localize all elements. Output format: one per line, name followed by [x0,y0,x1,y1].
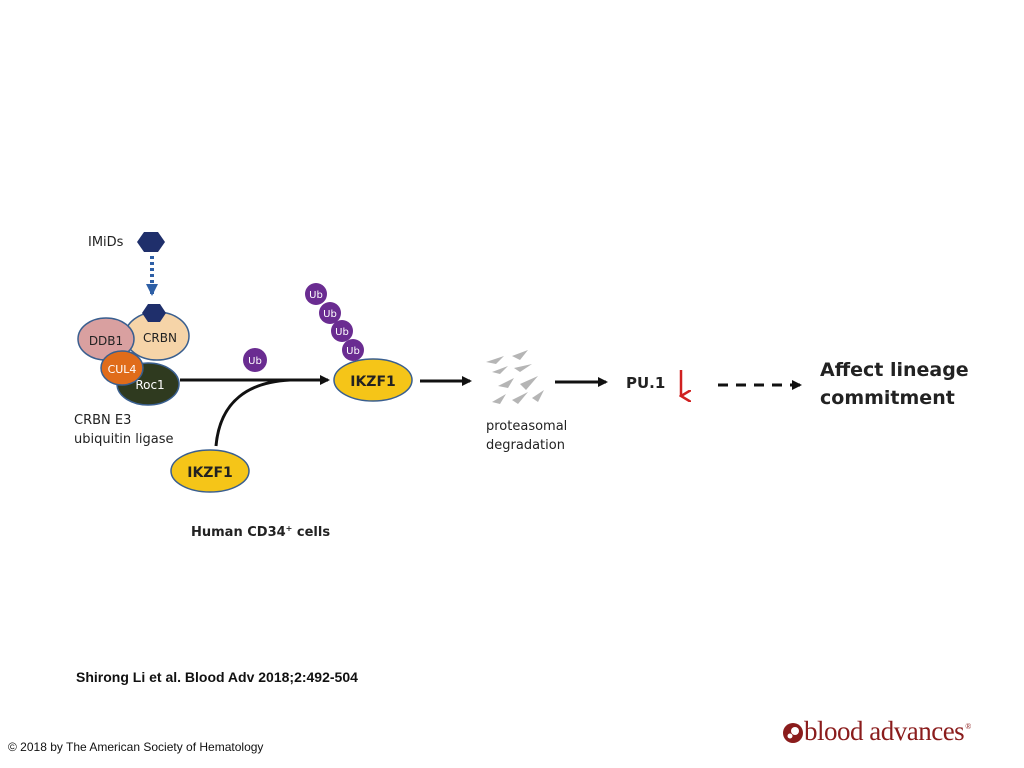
degradation-label-line2: degradation [486,438,565,453]
protein-fragments-icon [486,350,544,404]
ub-free-label: Ub [248,356,262,367]
pu1-label: PU.1 [626,374,665,392]
ikzf1-target-label: IKZF1 [350,374,396,390]
ikzf1-free-label: IKZF1 [187,465,233,481]
ub-chain-label: Ub [346,346,360,357]
copyright: © 2018 by The American Society of Hemato… [8,740,264,754]
ikzf1-recruitment-curve [214,378,291,447]
ligase-label-line2: ubiquitin ligase [74,432,174,447]
ub-chain-icon [305,283,327,305]
ub-chain-icon [319,302,341,324]
outcome-label-line2: commitment [820,387,955,409]
imid-molecule-icon [137,232,165,252]
ub-free-icon [243,348,267,372]
ikzf1-target-protein [333,358,413,402]
degradation-label-line1: proteasomal [486,419,567,434]
blood-advances-logo[interactable]: blood advances ® [782,718,971,745]
blood-drop-logo-icon [783,722,803,743]
ub-chain-icon [342,339,364,361]
ub-chain-icon [331,320,353,342]
cell-type-label: Human CD34+ cells [191,524,330,540]
ikzf1-free-protein [170,449,250,493]
imids-label: IMiDs [88,235,124,250]
citation: Shirong Li et al. Blood Adv 2018;2:492-5… [76,669,358,685]
roc1-label: Roc1 [135,378,164,392]
bound-imid-icon [142,304,166,322]
ub-chain-label: Ub [335,327,349,338]
ligase-label-line1: CRBN E3 [74,413,131,428]
outcome-label-line1: Affect lineage [820,359,969,381]
logo-trademark: ® [965,722,972,731]
ub-chain-label: Ub [309,290,323,301]
ddb1-label: DDB1 [89,334,123,348]
logo-text: blood advances [804,716,965,746]
cul4-label: CUL4 [108,363,137,376]
cul4-protein [100,350,144,386]
ub-chain-label: Ub [323,309,337,320]
crbn-label: CRBN [143,331,177,345]
